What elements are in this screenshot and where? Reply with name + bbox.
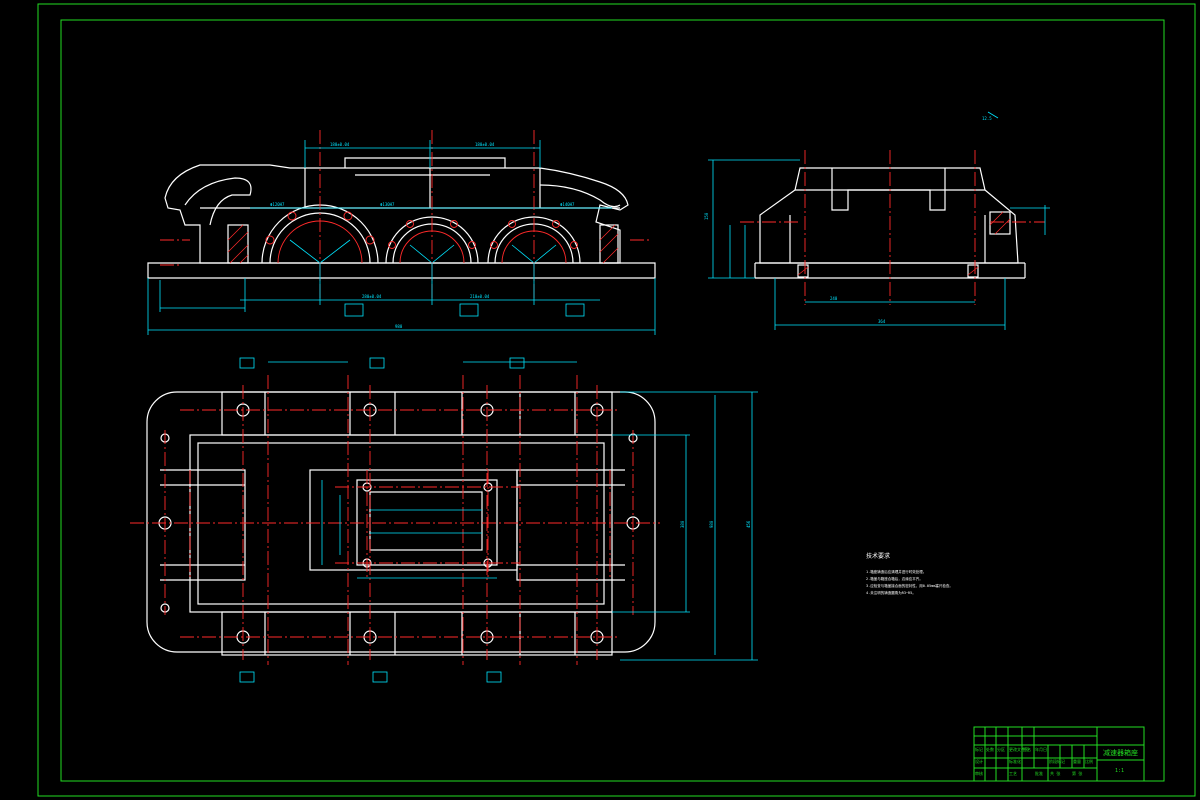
side-view-dimensions: 364 240 150 12.5 [704,111,1050,330]
bore-label-1-text: Φ120H7 [270,202,285,207]
plan-overall-width-text: 456 [746,520,751,528]
plan-view-dimensions: 456 980 380 [239,357,758,683]
title-row-cell: 比例 [1085,758,1093,764]
inner-drawing-frame [60,19,1165,782]
bore-label-2-text: Φ130H7 [380,202,395,207]
surface-finish-text: 12.5 [982,116,992,121]
technical-notes-heading: 技术要求 [866,552,890,560]
technical-notes: 技术要求 1.箱座铸造后应清理并进行时效处理。 2.箱盖与箱座合箱后，边缘应平齐… [866,552,953,595]
front-view-hatch-right [599,224,619,264]
front-overall-length-text: 980 [395,324,403,329]
top-length-2-text: 180±0.04 [475,142,495,147]
plan-bolt-holes [158,403,640,644]
plan-bosses-top [221,391,613,436]
title-row2-cell: 工艺 [1009,771,1017,776]
top-length-1-text: 180±0.04 [330,142,350,147]
plan-overall-length-text: 980 [709,520,714,528]
title-header-cell: 年月日 [1035,746,1047,752]
title-header-cell: 分区 [997,746,1005,752]
side-overall-width-text: 364 [878,319,886,324]
bore-label-3-text: Φ140H7 [560,202,575,207]
technical-note-item: 3.应检查与箱盖接合面的密封性，用0.05mm塞尺检查。 [866,583,953,588]
title-block: 标记 处数 分区 更改文件号 签名 年月日 设计 标准化 阶段标记 重量 比例 … [973,726,1145,782]
front-view-dimensions: 980 280±0.04 210±0.04 180±0.04 180±0.04 … [147,140,656,335]
outer-sheet-border [37,3,1196,797]
front-view-hatch-left [227,224,249,264]
title-header-cell: 更改文件号 [1009,746,1029,752]
front-view: 980 280±0.04 210±0.04 180±0.04 180±0.04 … [147,130,656,335]
title-row2-cell: 批准 [1035,770,1043,776]
technical-note-item: 1.箱座铸造后应清理并进行时效处理。 [866,569,926,574]
title-footer-cell: 共 张 [1050,770,1060,776]
drawing-scale: 1:1 [1115,768,1124,774]
plan-bosses-bottom [221,611,613,656]
title-header-cell: 标记 [975,746,983,752]
plan-center-lines [130,375,660,665]
plan-view: 456 980 380 [130,357,758,683]
title-header-cell: 签名 [1023,746,1031,752]
center-distance-1-text: 280±0.04 [362,294,382,299]
title-row-cell: 设计 [975,758,983,764]
technical-note-item: 4.未注明的铸造圆角为R3~R5。 [866,590,916,595]
side-view: 364 240 150 12.5 [704,111,1050,330]
technical-note-item: 2.箱盖与箱座合箱后，边缘应平齐。 [866,576,923,581]
side-height-text: 150 [704,212,709,220]
title-row2-cell: 审核 [975,770,983,776]
title-row-cell: 标准化 [1009,758,1021,764]
title-row-cell: 阶段标记 [1049,758,1065,764]
title-row-cell: 重量 [1073,758,1081,764]
side-view-hatch [797,211,1011,278]
side-inner-width-text: 240 [830,296,838,301]
drawing-title: 减速器箱座 [1103,748,1138,757]
title-header-cell: 处数 [986,746,994,752]
plan-inner-width-text: 380 [680,520,685,528]
center-distance-2-text: 210±0.04 [470,294,490,299]
title-footer-cell: 第 张 [1072,770,1082,776]
